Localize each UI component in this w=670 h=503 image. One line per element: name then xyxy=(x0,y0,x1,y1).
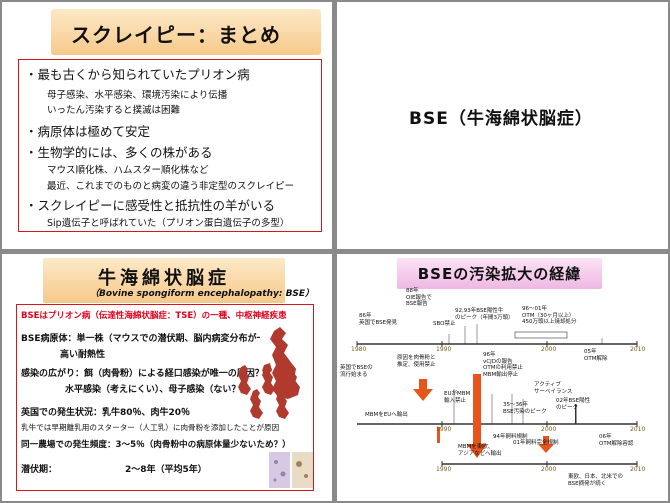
event-86-bse-discovery: 86年英国でBSE発見 xyxy=(359,313,398,326)
slide1-bullet-4a: Sip遺伝子と呼ばれていた（プリオン蛋白遺伝子の多型） xyxy=(47,218,290,229)
slide1-bullet-1b: いったん汚染すると撲滅は困難 xyxy=(47,105,181,116)
slide3-line-3: 高い耐熱性 xyxy=(60,350,106,360)
slide2-title: BSE（牛海綿状脳症） xyxy=(409,109,593,129)
slide1-bullet-2: ・病原体は極めて安定 xyxy=(25,124,151,139)
event-mbm-ban: 原因を肉骨粉と推定、使用禁止 xyxy=(397,355,436,368)
slide1-bullet-1: ・最も古くから知られていたプリオン病 xyxy=(25,67,250,82)
slide3-content-frame: BSEはプリオン病（伝達性海綿状脳症：TSE）の一種、中枢神経疾患 BSE病原体… xyxy=(16,304,314,491)
slide-bse-overview: 牛海綿状脳症 （Bovine spongiform encephalopathy… xyxy=(2,254,332,501)
slide1-bullet-3a: マウス順化株、ハムスター順化株など xyxy=(47,165,209,176)
axis1-year-1980: 1980 xyxy=(351,346,367,353)
slide3-line-9: 潜伏期： xyxy=(21,465,58,475)
event-01-full-regulation: 01年飼料完全規制 xyxy=(513,440,559,446)
axis1-year-1990: 1990 xyxy=(436,346,452,353)
event-94-feed-regulation: 94年飼料規制 xyxy=(493,434,528,440)
timeline-graphic xyxy=(356,324,638,467)
slide1-title: スクレイピー：まとめ xyxy=(51,9,321,55)
slide3-line-4: 感染の広がり：餌（肉骨粉）による経口感染が唯一の原因？ xyxy=(21,369,264,379)
slide1-bullet-3: ・生物学的には、多くの株がある xyxy=(25,145,213,160)
axis3-year-2010: 2010 xyxy=(630,466,646,473)
slide3-line-2: BSE病原体：単一株（マウスでの潜伏期、脳内病変分布が一定） xyxy=(21,334,284,344)
uk-bse-maps-small xyxy=(238,365,299,419)
slide3-line-8: 同一農場での発生頻度：3～5％（肉骨粉中の病原体量少ないため？） xyxy=(21,440,291,450)
event-mbm-asia-export: MBMを東欧、アジアなどへ輸出 xyxy=(458,444,502,457)
axis2-year-1990: 1990 xyxy=(436,426,452,433)
slide1-bullet-4: ・スクレイピーに感受性と抵抗性の羊がいる xyxy=(25,198,276,213)
event-92-peak: 92,93年BSE陽性牛のピーク（年間3万頭） xyxy=(455,308,514,321)
slide-scrapie-summary: スクレイピー：まとめ ・最も古くから知られていたプリオン病 母子感染、水平感染、… xyxy=(2,2,332,249)
slide4-title: BSEの汚染拡大の経緯 xyxy=(397,258,602,289)
slide-bse-section: BSE（牛海綿状脳症） xyxy=(337,2,668,249)
slide3-line-7: 乳牛では早期離乳用のスターター（人工乳）に肉骨粉を添加したことが原因 xyxy=(21,423,280,432)
slide3-line-5: 水平感染（考えにくい）、母子感染（ない？） xyxy=(65,385,250,395)
slide3-title-box: 牛海綿状脳症 （Bovine spongiform encephalopathy… xyxy=(43,258,314,303)
microscopy-images xyxy=(269,452,313,488)
event-sbo-ban: SBO禁止 xyxy=(433,321,456,327)
axis1-year-2010: 2010 xyxy=(630,346,646,353)
slide1-content-frame: ・最も古くから知られていたプリオン病 母子感染、水平感染、環境汚染により伝播 い… xyxy=(18,59,322,232)
slide1-bullet-1a: 母子感染、水平感染、環境汚染により伝播 xyxy=(47,90,228,101)
event-uk-outbreak: 英国でBSEの流行始まる xyxy=(340,365,373,378)
axis3-year-1990: 1990 xyxy=(436,466,452,473)
axis3-year-2000: 2000 xyxy=(541,466,557,473)
slide3-subtitle: （Bovine spongiform encephalopathy: BSE） xyxy=(90,289,315,299)
axis1-year-2000: 2000 xyxy=(541,346,557,353)
slide3-title: 牛海綿状脳症 xyxy=(98,268,230,289)
slide3-line-1: BSEはプリオン病（伝達性海綿状脳症：TSE）の一種、中枢神経疾患 xyxy=(21,311,287,321)
axis2-year-2010: 2010 xyxy=(630,426,646,433)
event-mbm-eu-export: MBMをEUへ輸出 xyxy=(365,412,408,418)
event-active-surveillance: アクティブサーベイランス xyxy=(534,382,573,395)
axis2-year-2000: 2000 xyxy=(541,426,557,433)
slide3-line-6: 英国での発生状況：乳牛80％、肉牛20％ xyxy=(21,408,191,418)
slide3-line-10: 2～8年（平均5年） xyxy=(125,465,207,475)
slide1-bullet-3b: 最近、これまでのものと病変の違う非定型のスクレイピー xyxy=(47,181,295,192)
event-02-peak: 02年BSE陽性のピーク xyxy=(556,398,591,411)
